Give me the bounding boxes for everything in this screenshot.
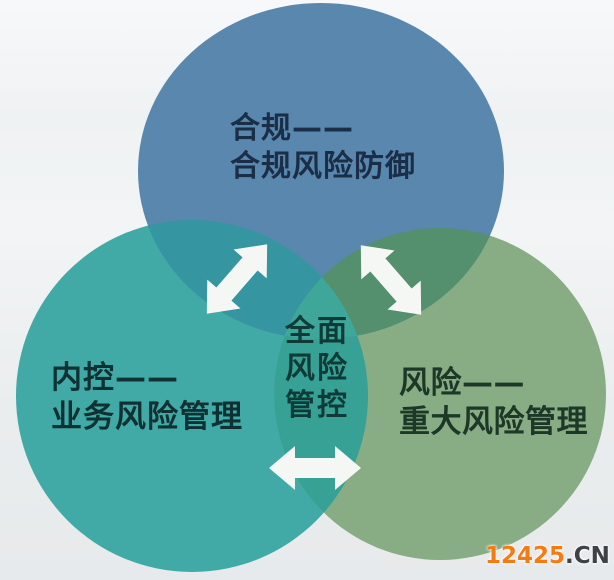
risk-label-line2: 重大风险管理 [399, 404, 588, 440]
overlap-compliance-risk [274, 228, 504, 339]
compliance-label-line2: 合规风险防御 [230, 149, 416, 184]
compliance-label: 合规—— 合规风险防御 [230, 110, 416, 186]
risk-label: 风险—— 重大风险管理 [399, 364, 588, 442]
watermark: 12425.CN [485, 543, 610, 569]
risk-label-line1: 风险—— [399, 365, 525, 401]
watermark-number: 12425 [485, 543, 566, 569]
center-label: 全面 风险 管控 [256, 313, 378, 424]
double-arrow-icon-compliance-internal [206, 244, 268, 314]
internal-control-label-line1: 内控—— [51, 360, 179, 396]
compliance-label-line1: 合规—— [230, 111, 354, 146]
overlap-compliance-internal [138, 220, 368, 339]
center-label-line2: 风险 [285, 351, 349, 386]
internal-control-label-line2: 业务风险管理 [51, 399, 243, 435]
center-label-line1: 全面 [285, 314, 349, 349]
internal-control-label: 内控—— 业务风险管理 [51, 359, 243, 437]
watermark-suffix: .CN [565, 543, 610, 569]
center-label-line3: 管控 [285, 388, 349, 423]
double-arrow-icon-compliance-risk [360, 245, 422, 315]
double-arrow-icon-internal-risk [269, 446, 361, 490]
